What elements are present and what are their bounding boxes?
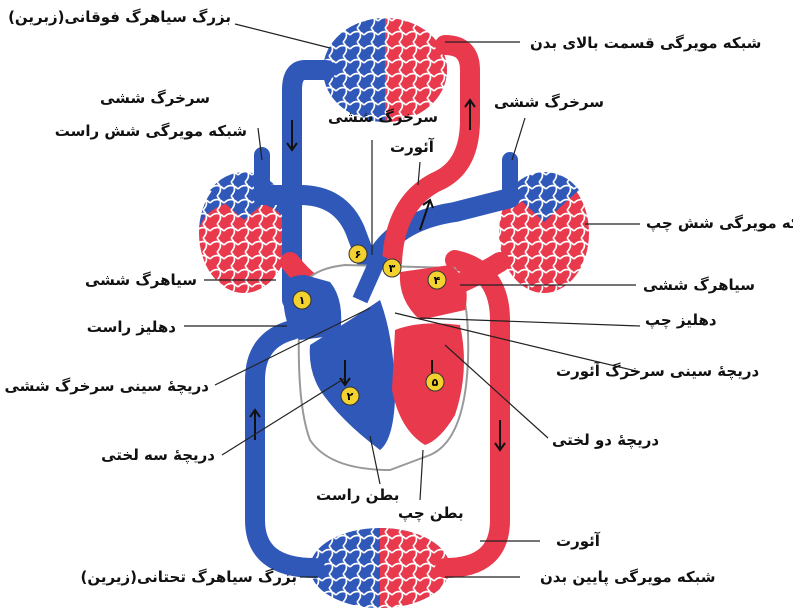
- label-pulmonary-artery-center: سرخرگ ششی: [328, 108, 438, 126]
- label-right-ventricle: بطن راست: [316, 486, 399, 504]
- svg-text:۲: ۲: [347, 390, 354, 403]
- marker-4: ۴: [428, 271, 446, 289]
- marker-3: ۳: [383, 259, 401, 277]
- marker-1: ۱: [293, 291, 311, 309]
- label-aorta-bottom: آئورت: [556, 532, 600, 550]
- label-right-atrium: دهلیز راست: [87, 318, 176, 336]
- label-aorta-top: آئورت: [390, 138, 434, 156]
- label-left-lung-capillary: شبکه مویرگی شش چپ: [646, 214, 793, 232]
- svg-text:۶: ۶: [355, 248, 362, 261]
- label-pulmonary-vein-left: سیاهرگ ششی: [85, 271, 197, 289]
- label-pulmonary-artery-right: سرخرگ ششی: [494, 93, 604, 111]
- upper-body-capillary-network: [323, 18, 447, 122]
- svg-text:۳: ۳: [389, 262, 396, 275]
- label-tricuspid-valve: دریچهٔ سه لختی: [101, 446, 215, 464]
- svg-text:۴: ۴: [434, 274, 441, 287]
- label-left-atrium: دهلیز چپ: [645, 311, 717, 329]
- svg-text:۵: ۵: [432, 376, 439, 389]
- label-lower-body-capillary: شبکه مویرگی پایین بدن: [540, 568, 716, 586]
- lower-body-capillary-network: [310, 528, 450, 608]
- label-inferior-vena-cava: بزرگ سیاهرگ تحتانی(زیرین): [81, 568, 297, 586]
- svg-text:۱: ۱: [299, 294, 306, 307]
- label-superior-vena-cava: بزرگ سیاهرگ فوقانی(زبرین): [8, 8, 231, 26]
- marker-2: ۲: [341, 387, 359, 405]
- label-bicuspid-valve: دریچهٔ دو لختی: [552, 431, 659, 449]
- label-left-ventricle: بطن چپ: [398, 504, 464, 522]
- marker-5: ۵: [426, 373, 444, 391]
- label-right-lung-capillary: شبکه مویرگی شش راست: [55, 122, 247, 140]
- label-pulmonary-vein-right: سیاهرگ ششی: [643, 276, 755, 294]
- marker-6: ۶: [349, 245, 367, 263]
- label-aortic-semilunar-valve: دریچهٔ سینی سرخرگ آئورت: [556, 362, 759, 380]
- label-pulmonary-semilunar-valve: دریچهٔ سینی سرخرگ ششی: [5, 377, 210, 395]
- label-upper-body-capillary: شبکه مویرگی قسمت بالای بدن: [530, 34, 761, 52]
- label-pulmonary-artery-left: سرخرگ ششی: [100, 89, 210, 107]
